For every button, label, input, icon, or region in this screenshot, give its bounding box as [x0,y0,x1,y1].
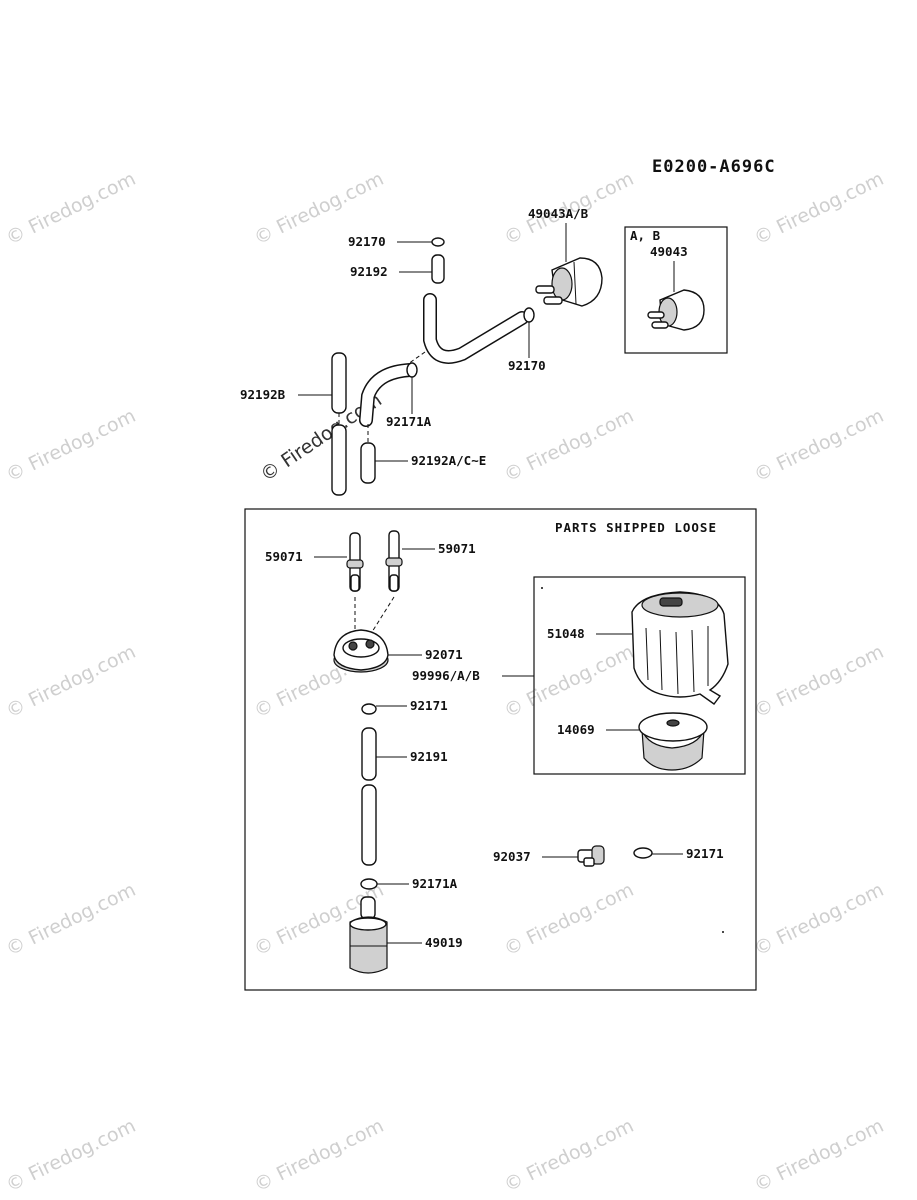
hose-dash-link [407,351,426,365]
hose-long-92192B [331,352,347,414]
watermark-text: © Firedog.com [501,641,638,723]
upper-hose-assembly [331,237,603,496]
inset-part-number: 49043 [650,244,688,259]
clamp-92171A-mid [406,362,418,378]
watermark-text: © Firedog.com [501,879,638,961]
hose-92191-upper [361,727,377,781]
callout-92171A-lower: 92171A [412,876,458,891]
fuel-filter-49019 [349,896,388,974]
hose-long-92192B-lower [331,424,347,496]
watermark-text: © Firedog.com [3,641,140,723]
loose-parts-frame [244,508,757,991]
watermark-text: © Firedog.com [751,641,888,723]
figure-code: E0200-A696C [652,157,776,177]
callout-92171A-mid: 92171A [386,414,432,429]
watermark-text: © Firedog.com [251,1115,388,1197]
callout-92192: 92192 [350,264,388,279]
clamp-92171-spare [633,847,653,859]
watermark-text: © Firedog.com [751,405,888,487]
grommet-92071 [333,629,389,673]
callout-49019: 49019 [425,935,463,950]
reference-dot [541,587,543,589]
callout-92170-pump: 92170 [508,358,546,373]
reference-dot [722,931,724,933]
hose-clip-92037 [577,845,605,867]
callout-92171-spare: 92171 [686,846,724,861]
callout-59071-right: 59071 [438,541,476,556]
hose-short-92192 [431,254,445,284]
callout-51048: 51048 [547,626,585,641]
watermark-text: © Firedog.com [3,168,140,250]
callout-92192ACE: 92192A/C~E [411,453,486,468]
callout-92170-top: 92170 [348,234,386,249]
hose-92191-lower [361,784,377,866]
clamp-92170-pump [523,307,535,323]
fitting-59071-left [346,532,364,592]
cap-gasket-14069 [638,712,708,771]
clamp-92171A-lower [360,878,378,890]
callout-92171-upper: 92171 [410,698,448,713]
callout-99996AB: 99996/A/B [412,668,480,683]
hose-bent-fill [424,294,528,363]
loose-parts-callouts: 59071 59071 92071 99996/A/B 51048 14069 … [265,541,724,950]
watermark-text: © Firedog.com [501,1115,638,1197]
fitting-59071-right [385,530,403,592]
loose-parts-heading: PARTS SHIPPED LOOSE [555,520,717,535]
watermark-text: © Firedog.com [751,168,888,250]
watermark-text: © Firedog.com [501,405,638,487]
clamp-92171-upper [361,703,377,715]
watermark-text: © Firedog.com [751,1115,888,1197]
callout-92192B: 92192B [240,387,286,402]
tank-cap-51048 [631,591,729,705]
watermark-text: © Firedog.com [3,879,140,961]
watermark-text: © Firedog.com [3,1115,140,1197]
callout-92191: 92191 [410,749,448,764]
inset-variant-label: A, B [630,228,661,243]
hose-variants-92192ACE [360,442,376,484]
watermark-text: © Firedog.com [3,405,140,487]
watermark-text: © Firedog.com [751,879,888,961]
inset-variant-box: A, B 49043 [624,226,728,354]
callout-14069: 14069 [557,722,595,737]
callout-92071: 92071 [425,647,463,662]
upper-callouts: 92170 92192 49043A/B 92170 92192B 92171A… [240,206,589,468]
hose-curved-fill [360,364,416,426]
clamp-92170-top [431,237,445,247]
inset-pump-icon [647,289,705,331]
fuel-pump-49043 [535,257,603,307]
callout-92037: 92037 [493,849,531,864]
callout-49043AB: 49043A/B [528,206,589,221]
callout-59071-left: 59071 [265,549,303,564]
